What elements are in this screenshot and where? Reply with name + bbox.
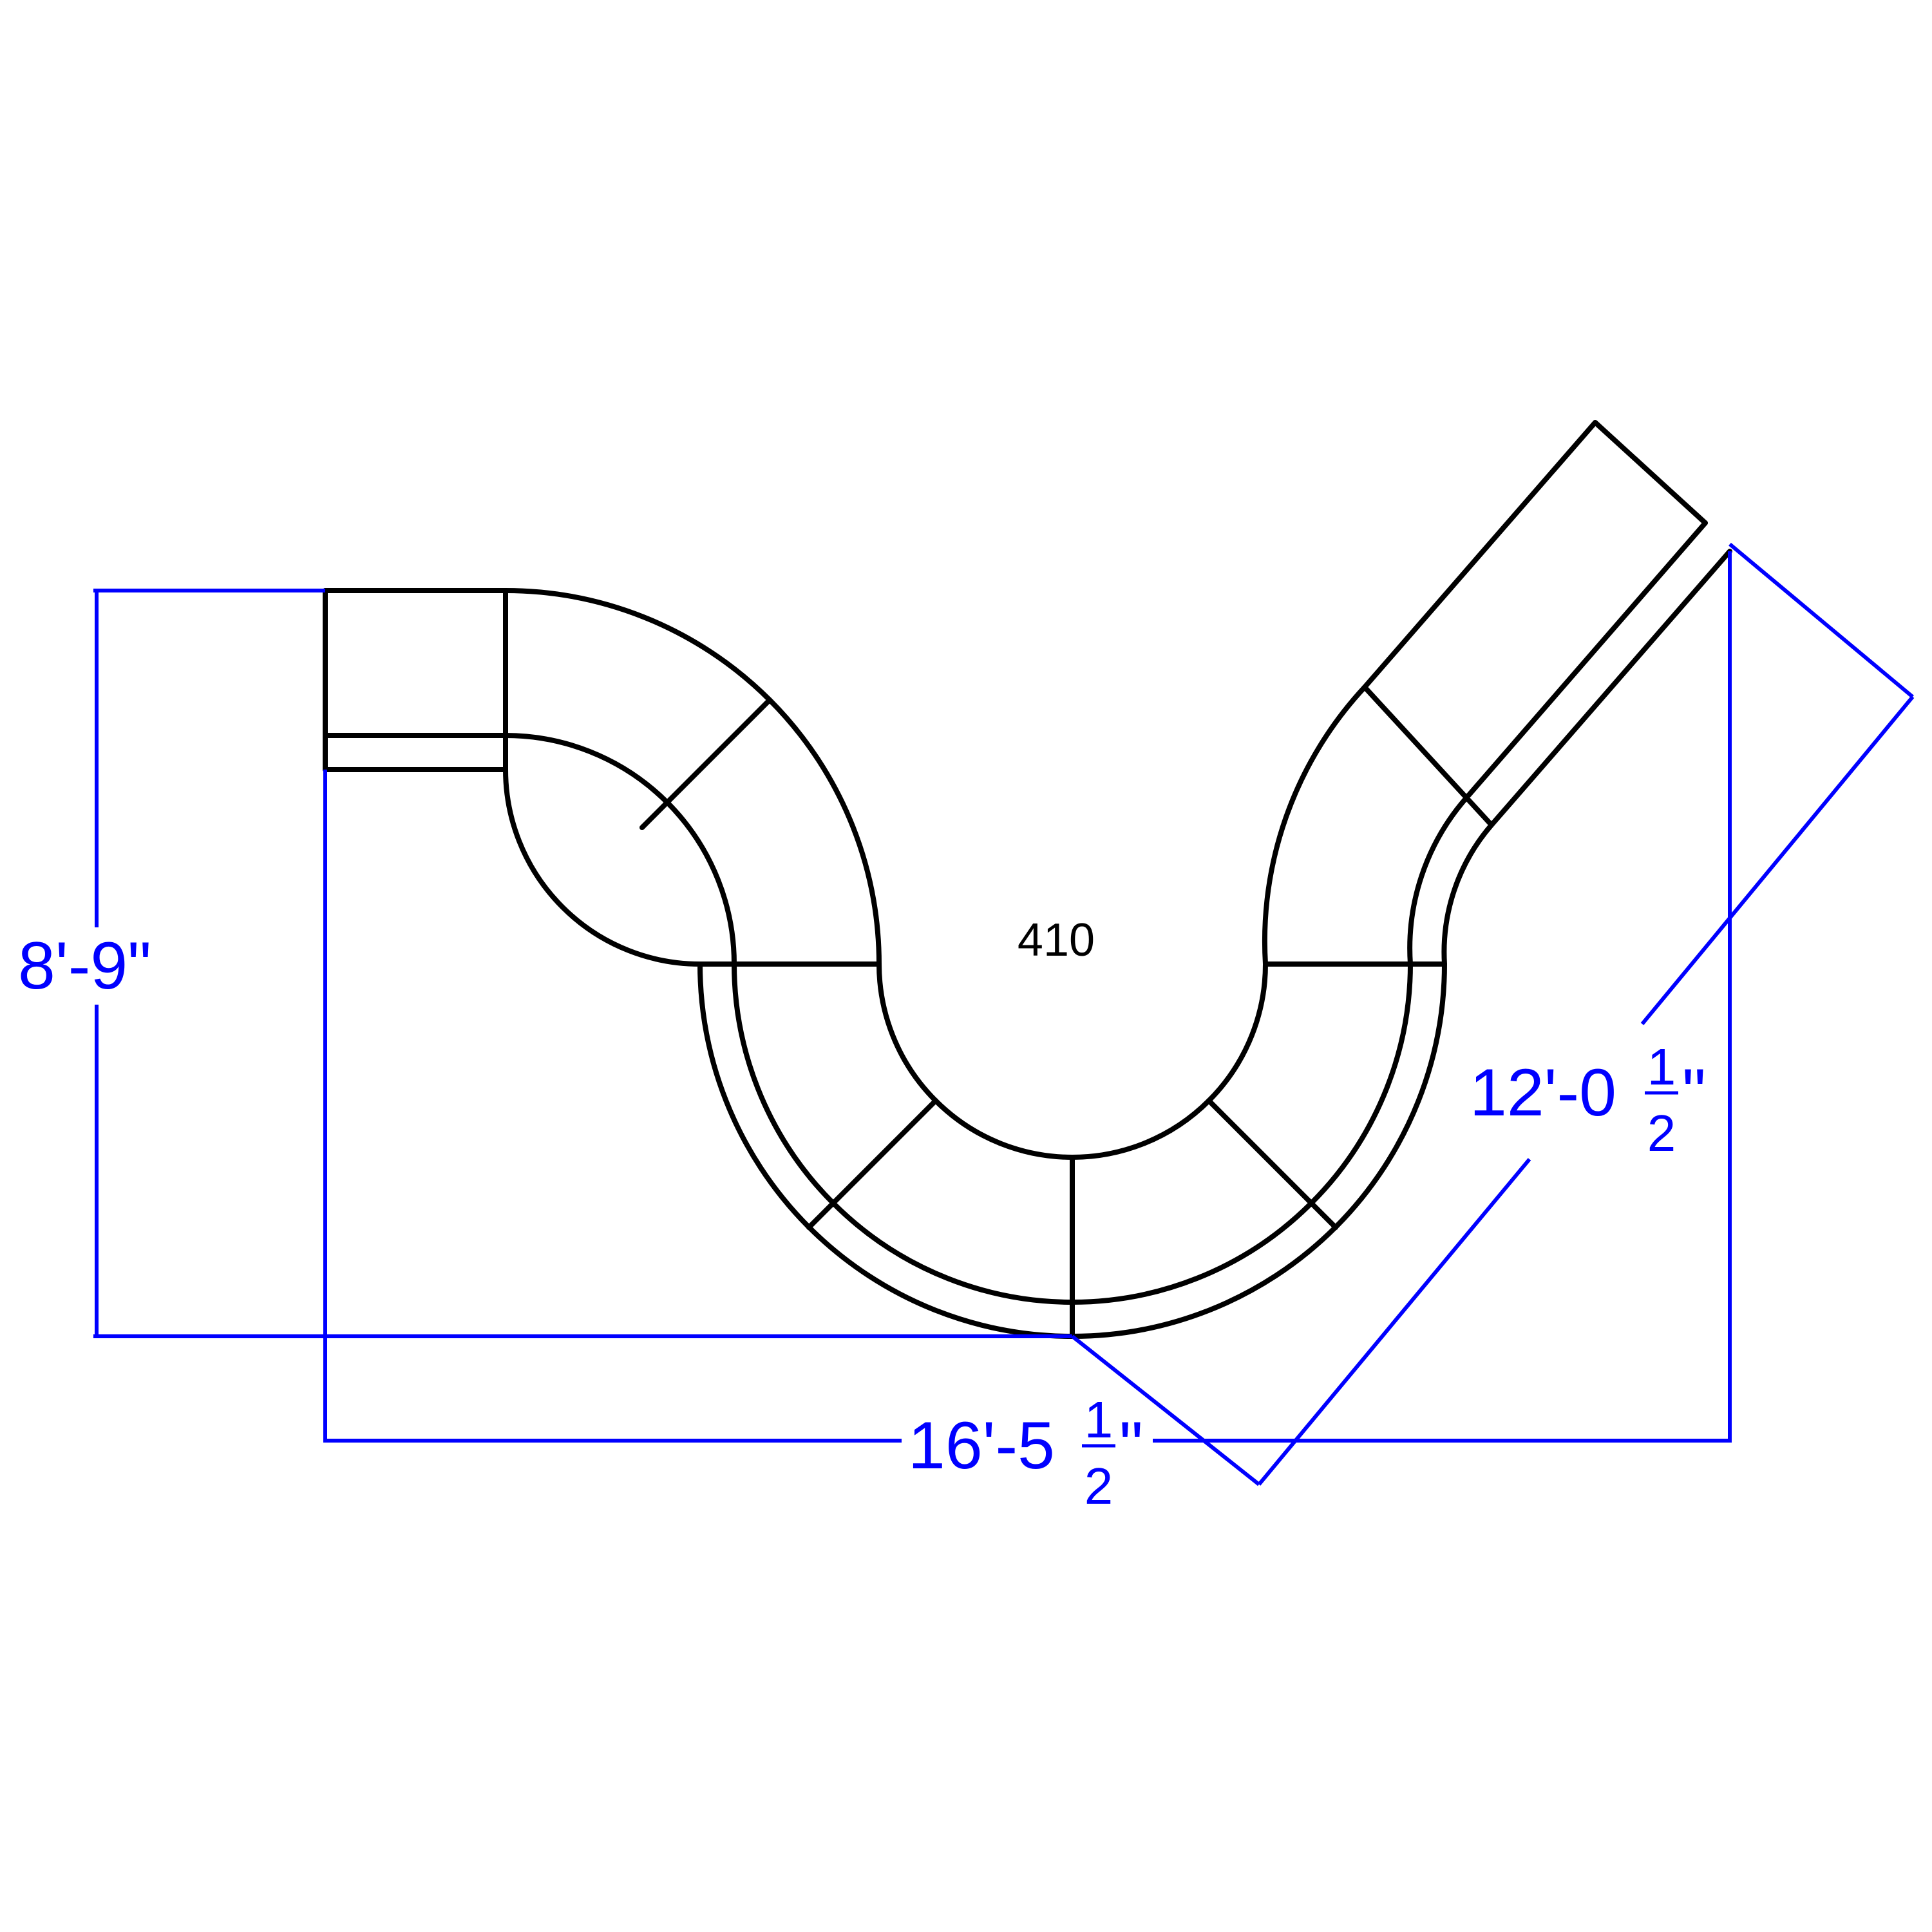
diagonal-dim-denominator: 2 xyxy=(1647,1104,1676,1162)
sofa-outline xyxy=(323,420,1732,1339)
height-dimension-label: 8'-9" xyxy=(18,929,151,1003)
seam-bottom-left xyxy=(806,1098,938,1230)
diagonal-ext-right xyxy=(1728,542,1914,699)
diagonal-dim-suffix: " xyxy=(1682,1056,1706,1130)
diagonal-dim-line-lower xyxy=(1257,1158,1531,1486)
diagonal-dim-numerator: 1 xyxy=(1647,1038,1676,1095)
width-dim-whole: 16'-5 xyxy=(908,1408,1055,1483)
sofa-front-edge xyxy=(323,549,1732,1339)
diagonal-dimension-label: 12'-0 1 2 " xyxy=(1470,1038,1706,1162)
width-dim-suffix: " xyxy=(1119,1408,1143,1483)
dimension-lines xyxy=(93,542,1915,1486)
diagonal-ext-bottom xyxy=(1071,1334,1260,1486)
diagonal-dim-line-upper xyxy=(1640,696,1915,1025)
sofa-outer-edge xyxy=(323,420,1708,1160)
seam-left-arc-mid xyxy=(639,697,772,830)
sofa-back-line xyxy=(323,520,1708,1305)
seam-right-arc-top xyxy=(1362,685,1494,828)
width-dim-numerator: 1 xyxy=(1084,1391,1113,1448)
seam-bottom-right xyxy=(1206,1098,1338,1230)
width-dim-denominator: 2 xyxy=(1084,1457,1113,1515)
diagonal-dim-whole: 12'-0 xyxy=(1470,1056,1616,1130)
width-dimension-label: 16'-5 1 2 " xyxy=(908,1391,1143,1515)
model-label: 410 xyxy=(1018,914,1095,966)
